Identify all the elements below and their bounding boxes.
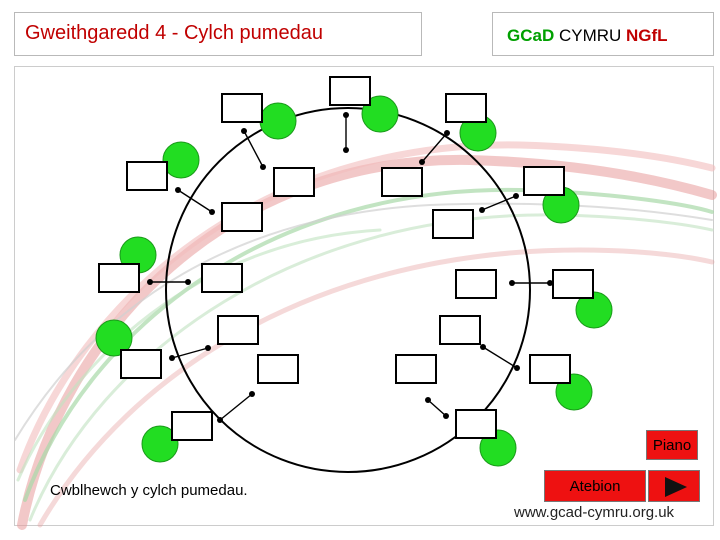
answer-box-inner[interactable]	[439, 315, 481, 345]
next-button[interactable]	[648, 470, 700, 502]
connector-lines	[150, 115, 550, 421]
answer-box-inner[interactable]	[455, 269, 497, 299]
answer-box-outer[interactable]	[98, 263, 140, 293]
brand-logo-text: GCaD CYMRU NGfL	[507, 26, 668, 46]
play-triangle-icon	[665, 477, 687, 497]
answer-box-outer[interactable]	[126, 161, 168, 191]
piano-button[interactable]: Piano	[646, 430, 698, 460]
answer-box-outer[interactable]	[221, 93, 263, 123]
answer-box-inner[interactable]	[201, 263, 243, 293]
answer-box-outer[interactable]	[552, 269, 594, 299]
brand-gcad: GCaD	[507, 26, 555, 45]
answer-box-inner[interactable]	[273, 167, 315, 197]
main-circle	[165, 107, 531, 473]
answer-box-inner[interactable]	[395, 354, 437, 384]
brand-box: GCaD CYMRU NGfL	[492, 12, 714, 56]
answer-box-outer[interactable]	[445, 93, 487, 123]
note-circle[interactable]	[259, 102, 297, 140]
note-circle[interactable]	[95, 319, 133, 357]
note-circle[interactable]	[141, 425, 179, 463]
footer-url: www.gcad-cymru.org.uk	[514, 504, 675, 521]
answer-box-inner[interactable]	[221, 202, 263, 232]
answer-box-outer[interactable]	[120, 349, 162, 379]
answer-box-inner[interactable]	[381, 167, 423, 197]
answer-box-outer[interactable]	[329, 76, 371, 106]
answer-box-inner[interactable]	[432, 209, 474, 239]
note-circle[interactable]	[162, 141, 200, 179]
activity-canvas	[14, 66, 714, 526]
answer-box-outer[interactable]	[455, 409, 497, 439]
answer-box-inner[interactable]	[257, 354, 299, 384]
decorative-swoosh	[14, 141, 717, 530]
answer-box-inner[interactable]	[217, 315, 259, 345]
brand-ngfl: NGfL	[626, 26, 668, 45]
instruction-text: Cwblhewch y cylch pumedau.	[50, 482, 248, 499]
answer-box-outer[interactable]	[529, 354, 571, 384]
answer-box-outer[interactable]	[171, 411, 213, 441]
answers-button[interactable]: Atebion	[544, 470, 646, 502]
answer-box-outer[interactable]	[523, 166, 565, 196]
connector-dots	[147, 112, 553, 423]
title-box: Gweithgaredd 4 - Cylch pumedau	[14, 12, 422, 56]
page-title: Gweithgaredd 4 - Cylch pumedau	[25, 22, 323, 44]
brand-cymru: CYMRU	[554, 26, 627, 45]
